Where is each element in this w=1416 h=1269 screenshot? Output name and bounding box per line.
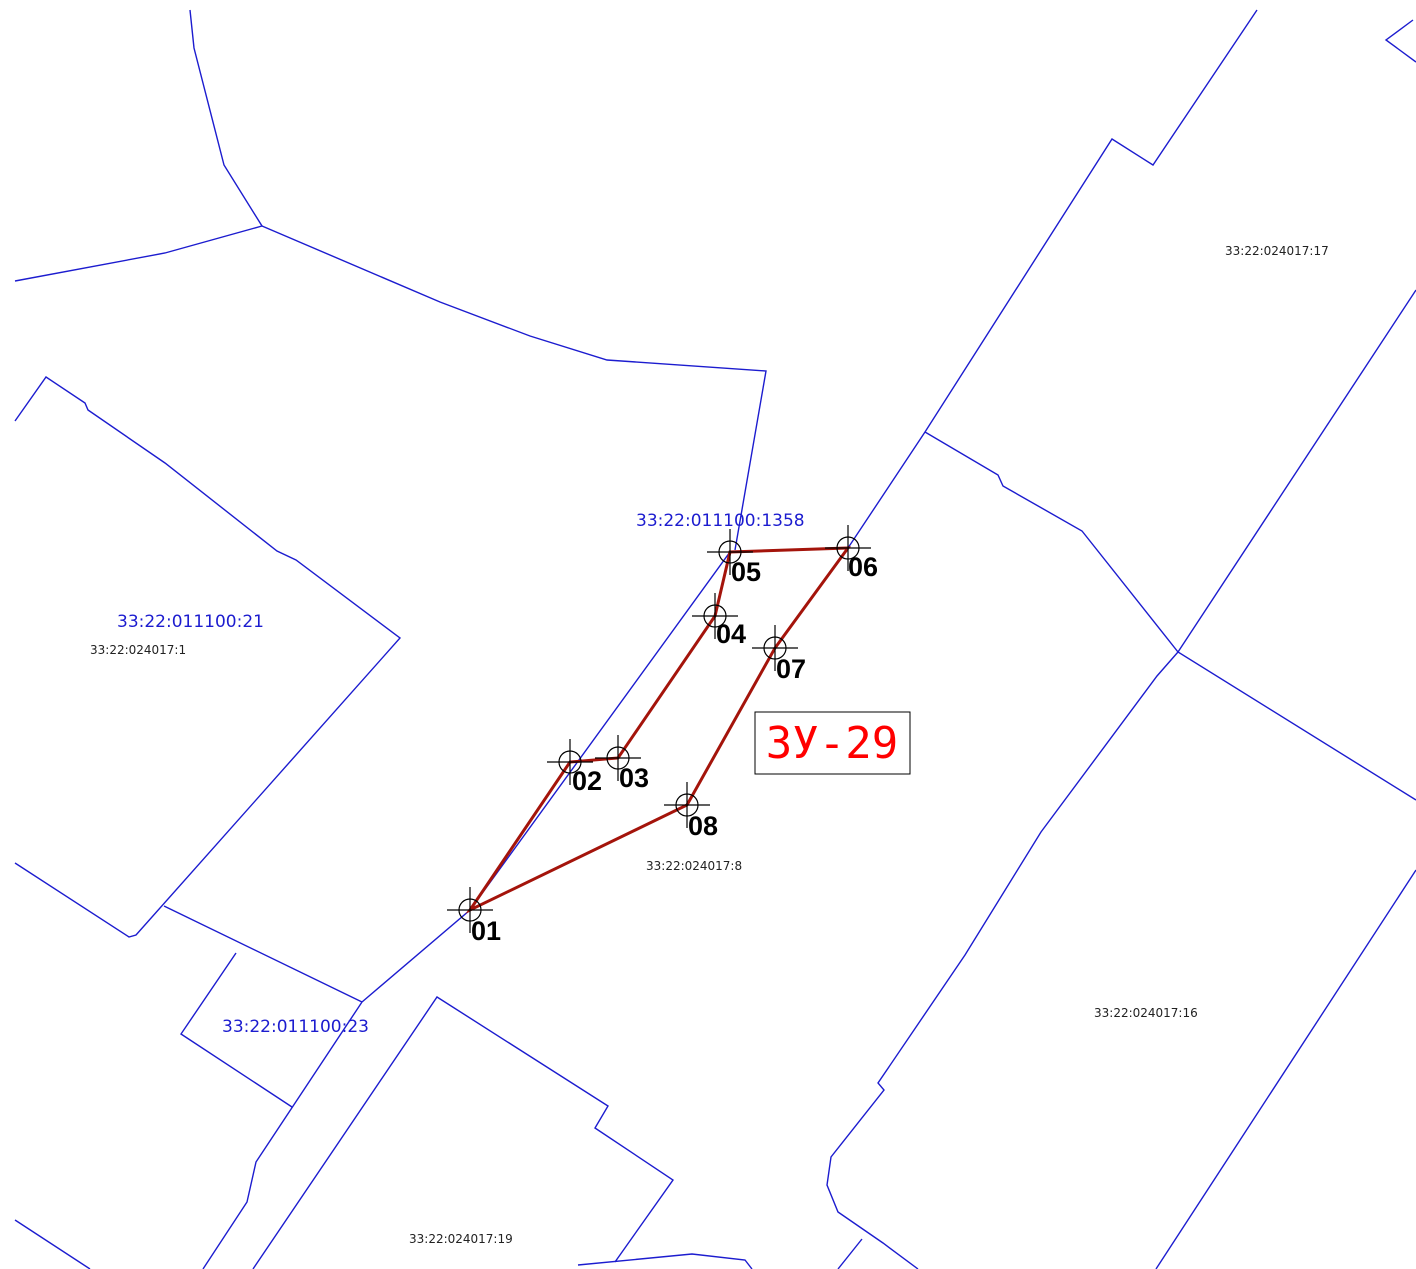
point-label-04: 04 (716, 619, 746, 649)
turning-point-markers (447, 525, 871, 933)
parcel-label-1: 33:22:024017:1 (90, 643, 186, 657)
marker-06 (825, 525, 871, 571)
boundary-p23 (163, 905, 363, 1003)
marker-07 (752, 625, 798, 671)
parcel-label-23: 33:22:011100:23 (222, 1017, 369, 1037)
boundary-p16-south (837, 1238, 863, 1269)
point-label-03: 03 (619, 763, 649, 793)
boundary-p17-east (1177, 289, 1416, 653)
boundary-p17-south (924, 431, 1416, 801)
marker-08 (664, 782, 710, 828)
point-label-02: 02 (572, 766, 602, 796)
boundary-p23-lot (180, 952, 293, 1108)
parcel-labels: 33:22:011100:1358 33:22:011100:21 33:22:… (90, 244, 1329, 1246)
parcel-label-8: 33:22:024017:8 (646, 859, 742, 873)
marker-04 (692, 593, 738, 639)
plot-name-frame (754, 711, 911, 775)
boundary-north-2 (261, 225, 767, 551)
point-label-06: 06 (848, 552, 878, 582)
boundary-sw (14, 1219, 91, 1269)
point-label-08: 08 (688, 811, 718, 841)
boundary-p16 (826, 651, 1179, 1269)
point-label-05: 05 (731, 557, 761, 587)
boundary-road-south (202, 1001, 363, 1269)
plot-name: ЗУ-29 (766, 718, 898, 769)
parcel-label-21: 33:22:011100:21 (117, 612, 264, 632)
marker-03 (595, 735, 641, 781)
boundary-p19 (252, 996, 674, 1269)
boundary-main-road (361, 9, 1258, 1003)
plot-name-box: ЗУ-29 (754, 711, 911, 775)
parcel-label-1358: 33:22:011100:1358 (636, 511, 805, 531)
marker-02 (547, 739, 593, 785)
parcel-label-16: 33:22:024017:16 (1094, 1006, 1198, 1020)
boundary-north-1 (14, 9, 264, 282)
boundary-far-east (1155, 869, 1416, 1269)
boundary-p19-south (577, 1253, 753, 1269)
parcel-label-19: 33:22:024017:19 (409, 1232, 513, 1246)
cadastral-boundaries (14, 9, 1416, 1269)
point-label-01: 01 (471, 916, 501, 946)
boundary-corner-top-right (1384, 19, 1416, 63)
turning-point-labels: 01 02 03 04 05 06 07 08 (471, 552, 878, 946)
marker-05 (707, 529, 753, 575)
point-label-07: 07 (776, 654, 806, 684)
boundary-p21 (14, 376, 402, 938)
parcel-label-17: 33:22:024017:17 (1225, 244, 1329, 258)
marker-01 (447, 887, 493, 933)
